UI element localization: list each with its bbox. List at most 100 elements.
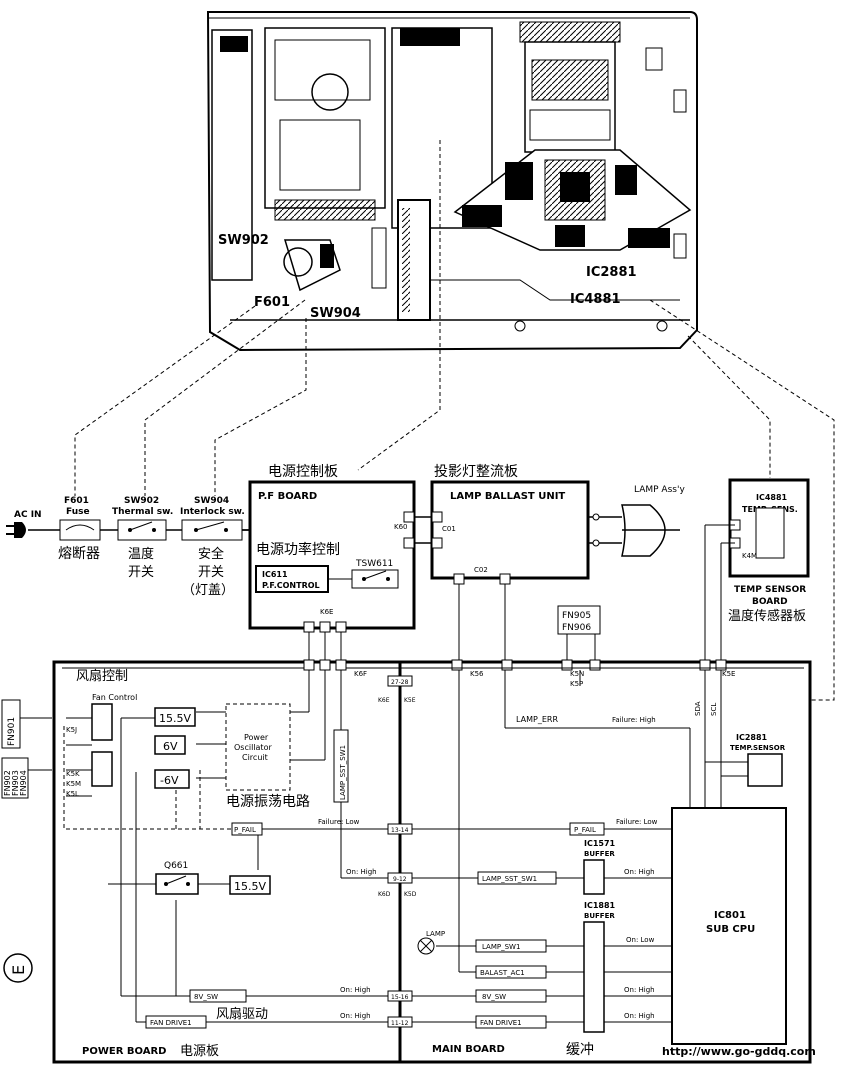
vneg6-label: -6V bbox=[160, 774, 179, 787]
ic611-label: IC611 bbox=[262, 570, 288, 579]
sw8v-mb-label: 8V_SW bbox=[482, 993, 506, 1001]
fandrive-mb-box bbox=[475, 1015, 547, 1029]
q661-label: Q661 bbox=[164, 861, 188, 871]
sw904-sub: Interlock sw. bbox=[180, 507, 245, 517]
v6-box bbox=[154, 735, 186, 755]
ac-plug-icon bbox=[6, 522, 26, 538]
lamp-symbol-icon bbox=[417, 937, 435, 955]
center-connectors bbox=[387, 675, 413, 1028]
ic1881-label: IC1881 bbox=[584, 901, 616, 910]
lamp-err-label: LAMP_ERR bbox=[516, 715, 558, 724]
conn-11-12: 11-12 bbox=[391, 1020, 409, 1027]
k5m-label: K5M bbox=[66, 780, 81, 788]
pf-board-box bbox=[248, 480, 416, 630]
sub-cpu-line2: SUB CPU bbox=[706, 924, 755, 935]
fn904-label: FN904 bbox=[19, 770, 28, 796]
pf-board-cn-title: 电源控制板 bbox=[268, 464, 338, 480]
on-low-mb: On: Low bbox=[626, 936, 655, 944]
fail-dashed bbox=[63, 726, 232, 830]
failure-low-mb: Failure: Low bbox=[616, 818, 658, 826]
temp-sensor-label: TEMP.SENSOR bbox=[730, 744, 786, 752]
ic1881-box bbox=[583, 921, 605, 1033]
conn-13-14: 13-14 bbox=[391, 827, 409, 834]
fn902-904-box bbox=[1, 757, 29, 799]
sw904-cn-1: 安全 bbox=[198, 546, 224, 562]
conn-27-28: 27-28 bbox=[391, 679, 409, 686]
temp-board-ic: IC4881 bbox=[756, 493, 788, 502]
ic611-box bbox=[255, 565, 329, 593]
osc-cn: 电源振荡电路 bbox=[226, 794, 310, 810]
power-board-label: POWER BOARD bbox=[82, 1046, 166, 1057]
lamp-sst-mb-label: LAMP_SST_SW1 bbox=[482, 875, 537, 883]
conn-9-12: 9-12 bbox=[393, 876, 407, 883]
ballast-c01: C01 bbox=[442, 525, 456, 533]
ballast-cn-title: 投影灯整流板 bbox=[434, 464, 518, 480]
temp-board-title-2: BOARD bbox=[752, 597, 788, 607]
pf-board-k6e: K6E bbox=[320, 608, 333, 616]
k6e-label-1: K6E bbox=[378, 697, 390, 704]
k56-label: K56 bbox=[470, 670, 484, 678]
q661-switch bbox=[155, 873, 199, 895]
k5j-label: K5J bbox=[66, 726, 77, 734]
sw902-title: SW902 bbox=[124, 496, 159, 506]
f601-cn: 熔断器 bbox=[58, 546, 100, 562]
on-high-pb-1: On: High bbox=[346, 868, 377, 876]
ic2881-label: IC2881 bbox=[736, 733, 768, 742]
v155-box bbox=[154, 707, 196, 727]
k6d-label: K6D bbox=[378, 891, 391, 898]
sub-cpu-line1: IC801 bbox=[714, 910, 746, 921]
fan-control-label: Fan Control bbox=[92, 693, 137, 702]
ic2881-box bbox=[747, 753, 783, 787]
fandrive-pb-label: FAN DRIVE1 bbox=[150, 1019, 192, 1027]
osc-line-3: Circuit bbox=[242, 753, 268, 762]
top-label-ic4881: IC4881 bbox=[570, 292, 621, 307]
sw902-cn-2: 开关 bbox=[128, 565, 154, 580]
temp-board-k4m: K4M bbox=[742, 552, 757, 560]
pfail-mb-label: P_FAIL bbox=[574, 826, 596, 834]
fandrive-cn: 风扇驱动 bbox=[216, 1006, 268, 1022]
lamp-symbol-label: LAMP bbox=[426, 930, 445, 938]
k5k-label: K5K bbox=[66, 770, 80, 778]
top-connector-row bbox=[303, 659, 727, 671]
board-frame bbox=[52, 660, 812, 1064]
pf-board-k60: K60 bbox=[394, 523, 408, 531]
ic1571-box bbox=[583, 859, 605, 895]
pf-board-title: P.F BOARD bbox=[258, 491, 317, 502]
pfail-pb-label: P_FAIL bbox=[234, 826, 256, 834]
scl-label: SCL bbox=[710, 703, 718, 716]
osc-line-1: Power bbox=[244, 733, 269, 742]
ballast-c02: C02 bbox=[474, 566, 488, 574]
tsw611-label: TSW611 bbox=[355, 559, 393, 569]
fn901-box bbox=[1, 699, 21, 749]
ballast-pins bbox=[431, 511, 511, 585]
fn906-label: FN906 bbox=[562, 623, 591, 633]
ic611-function: P.F.CONTROL bbox=[262, 581, 320, 590]
fan-control-cn: 风扇控制 bbox=[76, 668, 128, 684]
sda-label: SDA bbox=[694, 701, 702, 716]
k5e-label: K5E bbox=[722, 670, 735, 678]
sw904-cn-2: 开关 bbox=[198, 565, 224, 580]
power-board-cn: 电源板 bbox=[180, 1044, 219, 1059]
lamp-sst-sw1-label: LAMP_SST_SW1 bbox=[339, 745, 347, 800]
conn-15-16: 15-16 bbox=[391, 994, 409, 1001]
oscillator-box bbox=[225, 703, 291, 791]
buffer-cn: 缓冲 bbox=[566, 1042, 594, 1058]
lamp-sst-mb-box bbox=[477, 871, 557, 885]
sw8v-pb-box bbox=[189, 989, 247, 1003]
f601-sub: Fuse bbox=[66, 507, 90, 517]
f601-title: F601 bbox=[64, 496, 89, 506]
failure-low-pb: Failure: Low bbox=[318, 818, 360, 826]
v155-label: 15.5V bbox=[159, 712, 191, 725]
on-high-pb-2: On: High bbox=[340, 986, 371, 994]
ic1571-label: IC1571 bbox=[584, 839, 616, 848]
wiring bbox=[62, 524, 804, 1023]
k6f-label: K6F bbox=[354, 670, 367, 678]
ballast-ac1-label: BALAST_AC1 bbox=[480, 969, 525, 977]
k5p-label: K5P bbox=[570, 680, 583, 688]
sw904-cn-3: （灯盖） bbox=[182, 583, 234, 598]
ac-in-label: AC IN bbox=[14, 510, 42, 520]
k5l-label: K5L bbox=[66, 790, 79, 798]
osc-line-2: Oscillator bbox=[234, 743, 272, 752]
on-high-mb-2: On: High bbox=[624, 986, 655, 994]
